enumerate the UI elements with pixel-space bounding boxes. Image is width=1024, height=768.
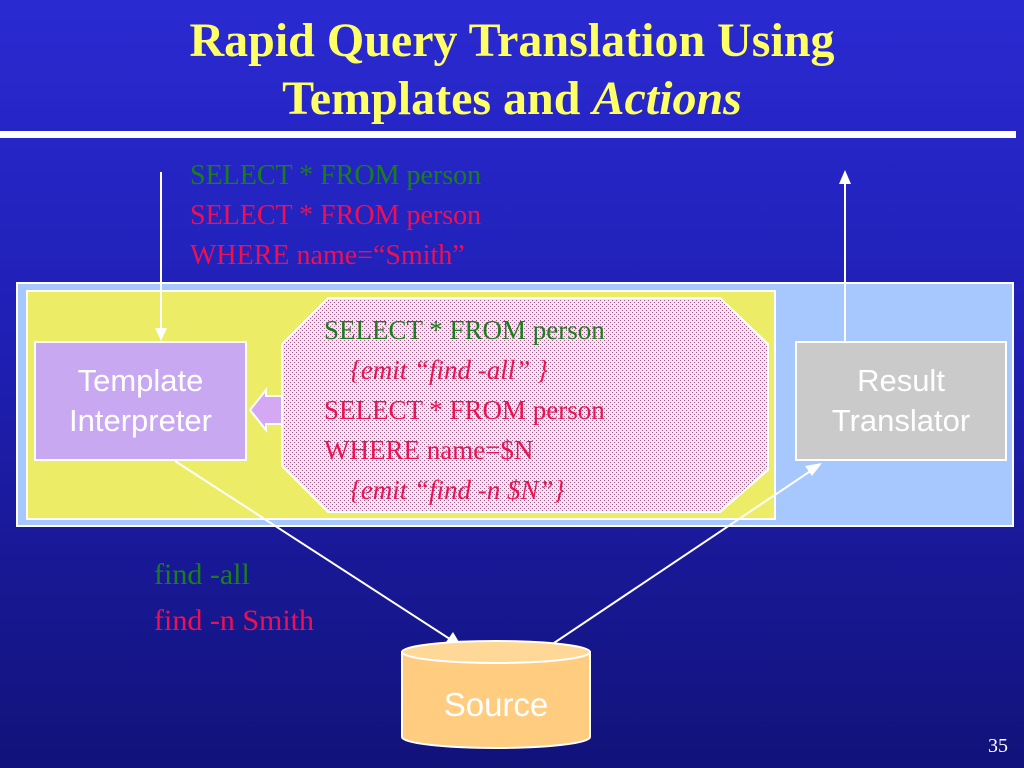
template-octagon — [281, 297, 769, 513]
title-line-2-italic: Actions — [592, 72, 742, 125]
title-line-1: Rapid Query Translation Using — [189, 14, 835, 67]
title-divider — [0, 131, 1016, 138]
source-commands: find -all find -n Smith — [154, 552, 314, 644]
query-select-where-line1: SELECT * FROM person — [190, 200, 482, 231]
query-select-where-line2: WHERE name=“Smith” — [190, 240, 465, 271]
result-translator-box: Result Translator — [795, 341, 1007, 461]
title-line-2: Templates and Actions — [0, 70, 1024, 128]
title-line-2-plain: Templates and — [282, 72, 593, 125]
result-arrow — [839, 170, 851, 341]
query-arrow — [155, 172, 167, 341]
template-select-where-line1: SELECT * FROM person — [324, 395, 605, 425]
slide-title: Rapid Query Translation Using Templates … — [0, 12, 1024, 128]
template-select-all: SELECT * FROM person — [324, 315, 605, 345]
template-emit-find-all-row: {emit “find -all” } — [324, 350, 605, 390]
template-feed-arrow — [248, 387, 283, 433]
source-result-arrow — [547, 463, 822, 648]
input-queries: SELECT * FROM person SELECT * FROM perso… — [190, 156, 481, 276]
result-translator-label-2: Translator — [831, 403, 971, 438]
template-rules: SELECT * FROM person {emit “find -all” }… — [324, 310, 605, 510]
result-translator-label-1: Result — [857, 363, 945, 398]
template-interpreter-box: Template Interpreter — [34, 341, 247, 461]
page-number: 35 — [988, 735, 1008, 757]
query-select-all: SELECT * FROM person — [190, 160, 482, 191]
source-cylinder — [401, 640, 591, 749]
template-emit-find-all: {emit “find -all” } — [350, 355, 548, 385]
template-interpreter-label-1: Template — [77, 363, 204, 398]
source-label: Source — [443, 686, 549, 723]
template-emit-find-n-row: {emit “find -n $N”} — [324, 470, 605, 510]
template-interpreter-label-2: Interpreter — [68, 403, 212, 438]
command-find-n: find -n Smith — [154, 604, 315, 637]
template-emit-find-n: {emit “find -n $N”} — [350, 475, 565, 505]
template-select-where-line2: WHERE name=$N — [324, 435, 534, 465]
command-find-all: find -all — [154, 558, 250, 591]
